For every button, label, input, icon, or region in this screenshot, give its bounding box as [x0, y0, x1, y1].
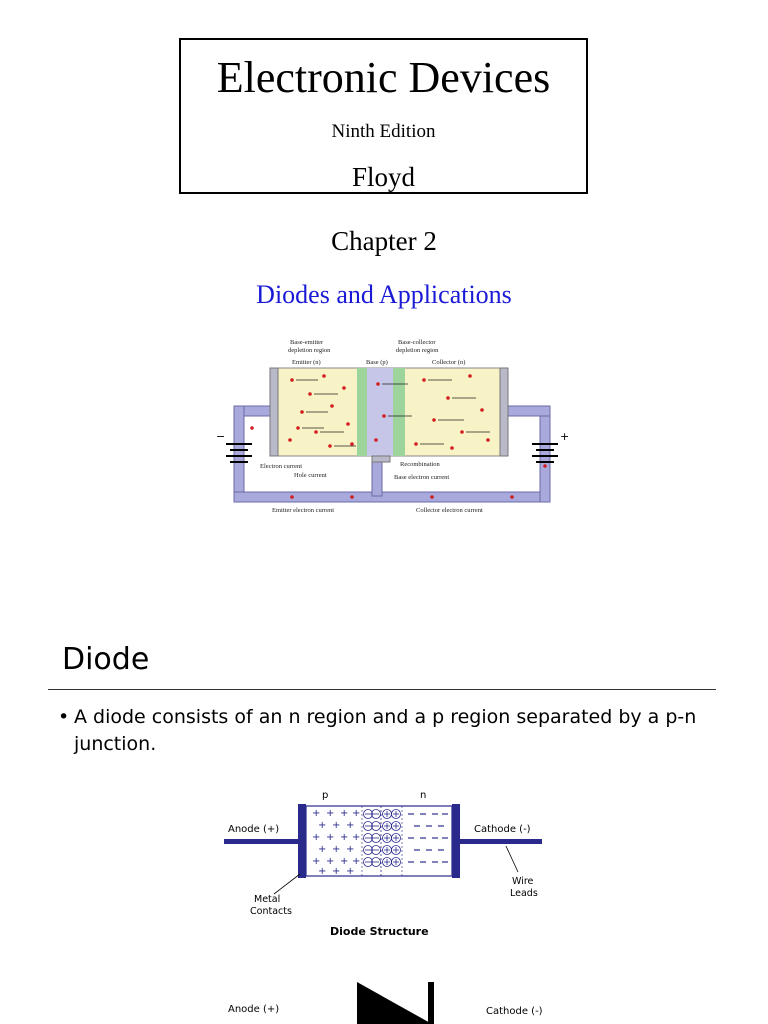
label-emitter: Emitter (n) [292, 359, 321, 366]
label-collector-electron-current: Collector electron current [416, 507, 483, 514]
svg-text:+: + [332, 820, 340, 831]
svg-text:+: + [340, 808, 348, 819]
label-anode: Anode (+) [228, 824, 279, 835]
symbol-label-cathode: Cathode (-) [486, 1006, 543, 1017]
diode-bar-icon [428, 982, 434, 1024]
svg-text:+: + [352, 832, 360, 843]
label-collector: Collector (n) [432, 359, 465, 366]
label-bc-depletion-2: depletion region [396, 347, 439, 354]
cathode-metal-contact [452, 804, 460, 878]
wire-tubes [233, 405, 551, 503]
svg-text:+: + [332, 866, 340, 877]
chapter-subtitle: Diodes and Applications [256, 280, 512, 309]
base-region [367, 368, 393, 456]
label-bc-depletion-1: Base-collector [398, 339, 436, 346]
n-region-electrons [408, 813, 448, 863]
bc-depletion-region [393, 368, 405, 456]
label-cathode: Cathode (-) [474, 824, 531, 835]
svg-text:+: + [326, 856, 334, 867]
bullet-item: • A diode consists of an n region and a … [58, 704, 708, 758]
anode-lead [224, 839, 298, 844]
svg-text:+: + [340, 856, 348, 867]
p-region-holes: ++++ +++ ++++ +++ ++++ +++ [312, 808, 360, 877]
label-wire-leads-1: Wire [512, 876, 534, 887]
svg-text:+: + [346, 844, 354, 855]
label-metal-contacts-2: Contacts [250, 906, 292, 917]
svg-text:+: + [318, 866, 326, 877]
book-author: Floyd [351, 162, 416, 192]
figure-caption: Diode Structure [330, 925, 429, 938]
metal-contacts-pointer [273, 873, 301, 895]
bullet-dot-icon: • [58, 706, 70, 728]
current-arrows [296, 379, 490, 447]
title-divider [48, 689, 716, 690]
label-be-depletion-1: Base-emitter [290, 339, 324, 346]
book-title: Electronic Devices [216, 53, 551, 102]
svg-text:+: + [326, 832, 334, 843]
label-metal-contacts-1: Metal [254, 894, 280, 905]
anode-metal-contact [298, 804, 306, 878]
svg-text:+: + [332, 844, 340, 855]
svg-text:+: + [312, 856, 320, 867]
svg-text:+: + [346, 866, 354, 877]
diode-symbol-figure: Anode (+) Cathode (-) [228, 982, 543, 1024]
transistor-figure: − + Base-emitter depletion region Base-c… [216, 339, 569, 514]
label-electron-current: Electron current [260, 463, 302, 470]
label-wire-leads-2: Leads [510, 888, 538, 899]
svg-text:+: + [318, 820, 326, 831]
chapter-heading: Chapter 2 [331, 226, 437, 256]
figure-labels: Base-emitter depletion region Base-colle… [260, 339, 483, 514]
emitter-contact [269, 367, 279, 457]
label-be-depletion-2: depletion region [288, 347, 331, 354]
wire-leads-pointer [505, 845, 519, 873]
bullet-text: A diode consists of an n region and a p … [74, 706, 697, 755]
svg-text:+: + [340, 832, 348, 843]
svg-text:+: + [318, 844, 326, 855]
be-depletion-region [357, 368, 367, 456]
label-base: Base (p) [366, 359, 388, 366]
plus-sign: + [560, 430, 569, 443]
label-recombination: Recombination [400, 461, 440, 468]
svg-text:+: + [312, 832, 320, 843]
symbol-label-anode: Anode (+) [228, 1004, 279, 1015]
label-base-electron-current: Base electron current [394, 474, 449, 481]
title-box: Electronic Devices Ninth Edition Floyd [179, 38, 588, 194]
label-emitter-electron-current: Emitter electron current [272, 507, 334, 514]
diode-structure-figure: p n Anode (+) Cathode (-) ++++ +++ ++++ … [224, 790, 542, 938]
battery-right [532, 443, 558, 463]
carrier-dots [250, 374, 547, 499]
label-hole-current: Hole current [294, 472, 327, 479]
svg-text:+: + [312, 808, 320, 819]
svg-text:+: + [352, 856, 360, 867]
collector-contact [499, 367, 509, 457]
book-edition: Ninth Edition [331, 121, 436, 142]
slide-title-diode: Diode [62, 642, 150, 677]
minus-sign: − [216, 430, 225, 443]
cathode-lead [460, 839, 542, 844]
svg-text:+: + [346, 820, 354, 831]
label-p: p [322, 790, 328, 801]
diode-triangle-icon [357, 982, 432, 1024]
svg-text:+: + [352, 808, 360, 819]
svg-text:+: + [326, 808, 334, 819]
battery-left [226, 443, 252, 463]
label-n: n [420, 790, 426, 801]
depletion-ions [363, 809, 401, 867]
base-contact [371, 455, 391, 463]
